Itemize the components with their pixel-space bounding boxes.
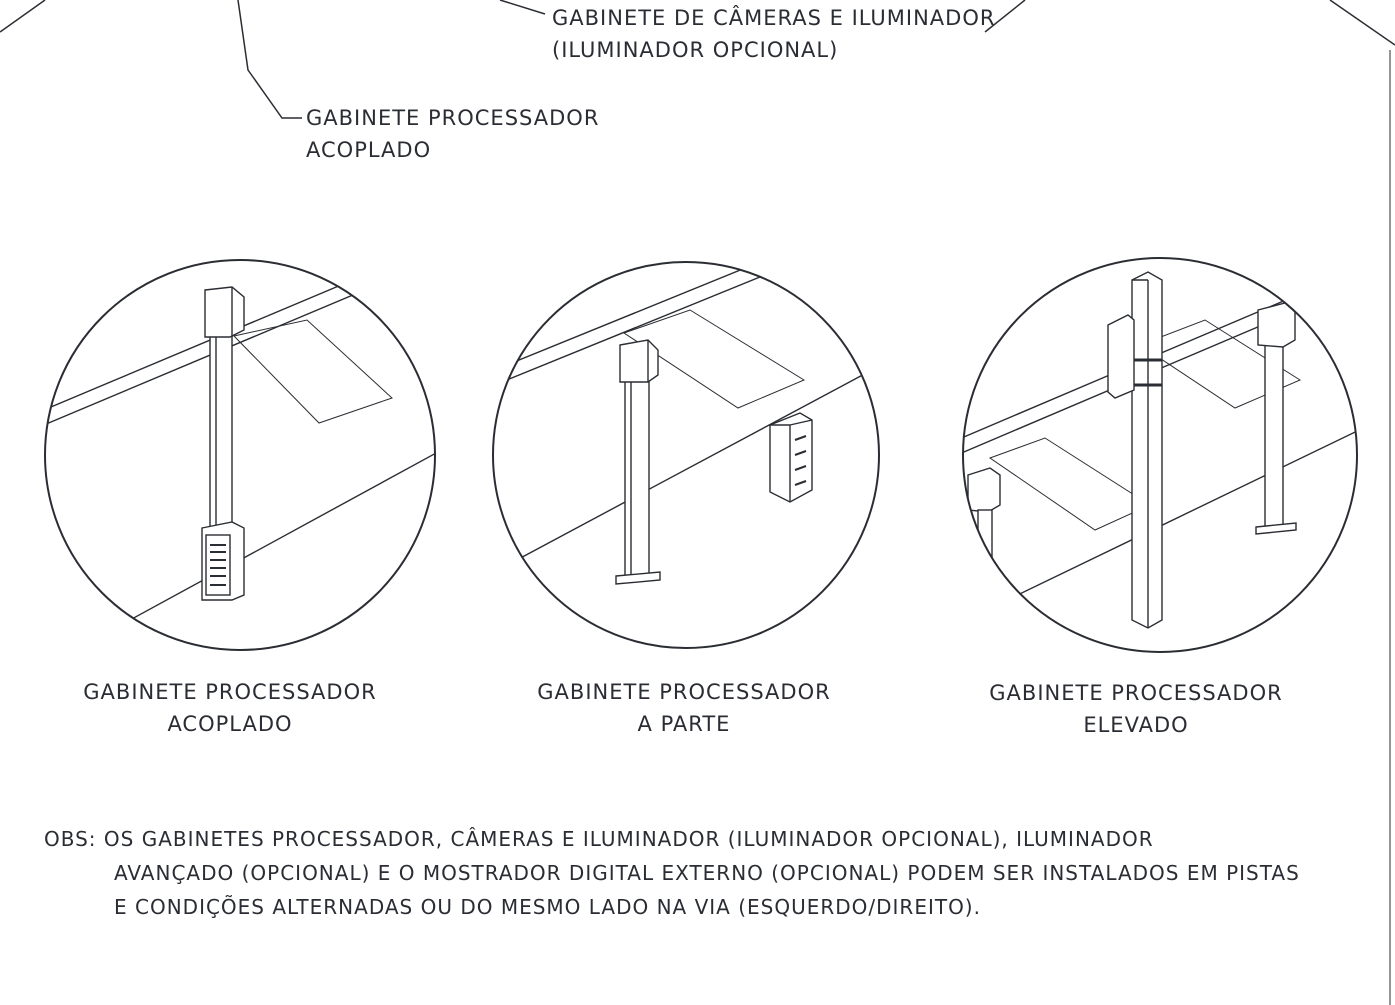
note-line2: AVANÇADO (OPCIONAL) E O MOSTRADOR DIGITA… [114, 861, 1300, 885]
caption-acoplado-line1: GABINETE PROCESSADOR [83, 680, 377, 704]
caption-a-parte-line2: A PARTE [637, 712, 731, 736]
processor-label-line2: ACOPLADO [306, 138, 432, 162]
caption-elevado-line1: GABINETE PROCESSADOR [989, 681, 1283, 705]
caption-acoplado: GABINETE PROCESSADOR ACOPLADO [40, 676, 420, 740]
note-line3: E CONDIÇÕES ALTERNADAS OU DO MESMO LADO … [114, 895, 981, 919]
caption-a-parte: GABINETE PROCESSADOR A PARTE [494, 676, 874, 740]
caption-acoplado-line2: ACOPLADO [167, 712, 293, 736]
view-a-parte [492, 261, 880, 649]
cameras-label-line1: GABINETE DE CÂMERAS E ILUMINADOR [552, 6, 996, 30]
processor-label-line1: GABINETE PROCESSADOR [306, 106, 600, 130]
caption-a-parte-line1: GABINETE PROCESSADOR [537, 680, 831, 704]
caption-elevado-line2: ELEVADO [1083, 713, 1189, 737]
cameras-label-line2: (ILUMINADOR OPCIONAL) [552, 38, 839, 62]
view-acoplado [44, 259, 436, 651]
caption-elevado: GABINETE PROCESSADOR ELEVADO [946, 677, 1326, 741]
observation-note: OBS: OS GABINETES PROCESSADOR, CÂMERAS E… [44, 822, 1300, 924]
note-line1: OBS: OS GABINETES PROCESSADOR, CÂMERAS E… [44, 827, 1154, 851]
cameras-cabinet-label: GABINETE DE CÂMERAS E ILUMINADOR (ILUMIN… [552, 2, 995, 66]
processor-cabinet-label: GABINETE PROCESSADOR ACOPLADO [306, 102, 599, 166]
view-elevado [962, 257, 1358, 653]
